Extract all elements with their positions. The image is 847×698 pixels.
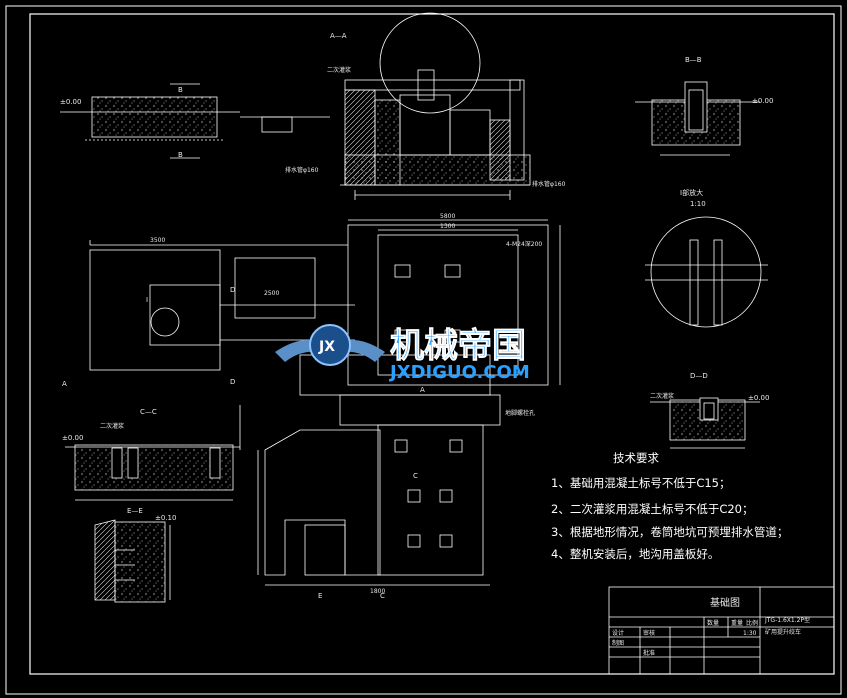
anchor-label: 4-M24深200 xyxy=(506,240,542,248)
title-block-scale-value: 1:30 xyxy=(743,630,757,637)
section-aa-title: A—A xyxy=(330,32,347,40)
drain-pipe-label-2: 排水管φ160 xyxy=(532,180,566,188)
detail-i-scale: 1:10 xyxy=(690,200,706,208)
marker-b-bottom: B xyxy=(178,151,183,159)
plan-view xyxy=(89,219,561,586)
title-block-qty: 数量 xyxy=(707,619,719,627)
level-zero-left: ±0.00 xyxy=(60,98,81,106)
section-bb xyxy=(635,81,760,156)
marker-c-top: C xyxy=(413,472,418,480)
tech-requirements-title: 技术要求 xyxy=(613,451,659,465)
section-aa xyxy=(340,12,531,200)
marker-d-top: D xyxy=(230,286,235,294)
ground-section-left xyxy=(60,83,330,159)
marker-c-bottom: C xyxy=(380,592,385,600)
grout-label-dd: 二次灌浆 xyxy=(650,392,674,400)
section-dd-title: D—D xyxy=(690,372,708,380)
right-wing-icon xyxy=(340,339,385,362)
marker-d-bottom: D xyxy=(230,378,235,386)
grout-label-aa: 二次灌浆 xyxy=(327,66,351,74)
detail-i xyxy=(645,216,768,328)
section-ee xyxy=(94,519,171,603)
tech-requirement-1: 1、基础用混凝土标号不低于C15； xyxy=(551,476,730,490)
inner-frame xyxy=(29,13,835,675)
outer-frame xyxy=(5,5,842,695)
bolt-hole-label: 地脚螺栓孔 xyxy=(505,409,535,417)
marker-i: Ⅰ xyxy=(146,296,148,304)
detail-i-title: Ⅰ部放大 xyxy=(680,188,703,197)
title-block xyxy=(608,586,835,675)
dim-d2: 2500 xyxy=(264,290,279,297)
dim-d4: 1300 xyxy=(440,223,455,230)
tech-requirement-3: 3、根据地形情况，卷筒地坑可预埋排水管道； xyxy=(551,525,788,539)
level-zero-ee: ±0.10 xyxy=(155,514,176,522)
title-block-drawing-no-1: JTG-1.6X1.2P型 xyxy=(764,616,810,624)
dim-d3: 5800 xyxy=(440,213,455,220)
title-block-approve: 批准 xyxy=(643,649,655,657)
level-zero-dd: ±0.00 xyxy=(748,394,769,402)
level-zero-bb: ±0.00 xyxy=(752,97,773,105)
watermark-cn: 机械帝国 xyxy=(390,326,526,366)
marker-b-top: B xyxy=(178,86,183,94)
dim-d1: 3500 xyxy=(150,237,165,244)
section-cc-title: C—C xyxy=(140,408,157,416)
level-zero-cc: ±0.00 xyxy=(62,434,83,442)
tech-requirement-2: 2、二次灌浆用混凝土标号不低于C20； xyxy=(551,502,753,516)
title-block-scale-label: 比例 xyxy=(746,619,758,627)
watermark-logo: JX xyxy=(275,324,385,366)
drain-pipe-label: 排水管φ160 xyxy=(285,166,319,174)
tech-requirement-4: 4、整机安装后，地沟用盖板好。 xyxy=(551,547,719,561)
section-bb-title: B—B xyxy=(685,56,702,64)
title-block-design: 设计 xyxy=(612,629,624,637)
logo-mark: JX xyxy=(318,339,335,355)
gear-icon xyxy=(309,324,351,366)
left-wing-icon xyxy=(275,339,320,362)
section-dd xyxy=(650,397,760,449)
watermark-en: JXDIGUO.COM xyxy=(388,362,530,383)
title-block-drawing-name: 基础图 xyxy=(710,596,740,609)
dim-d5: 1800 xyxy=(370,588,385,595)
title-block-draw: 制图 xyxy=(612,639,624,647)
section-cc xyxy=(65,405,241,501)
title-block-check: 审核 xyxy=(643,629,655,637)
marker-a-right: A xyxy=(420,386,425,394)
title-block-drawing-no-2: 矿用提升绞车 xyxy=(765,628,801,636)
marker-e: E xyxy=(318,592,322,600)
section-ee-title: E—E xyxy=(127,507,143,515)
title-block-weight: 重量 xyxy=(731,619,743,627)
grout-label-cc: 二次灌浆 xyxy=(100,422,124,430)
marker-a-left: A xyxy=(62,380,67,388)
